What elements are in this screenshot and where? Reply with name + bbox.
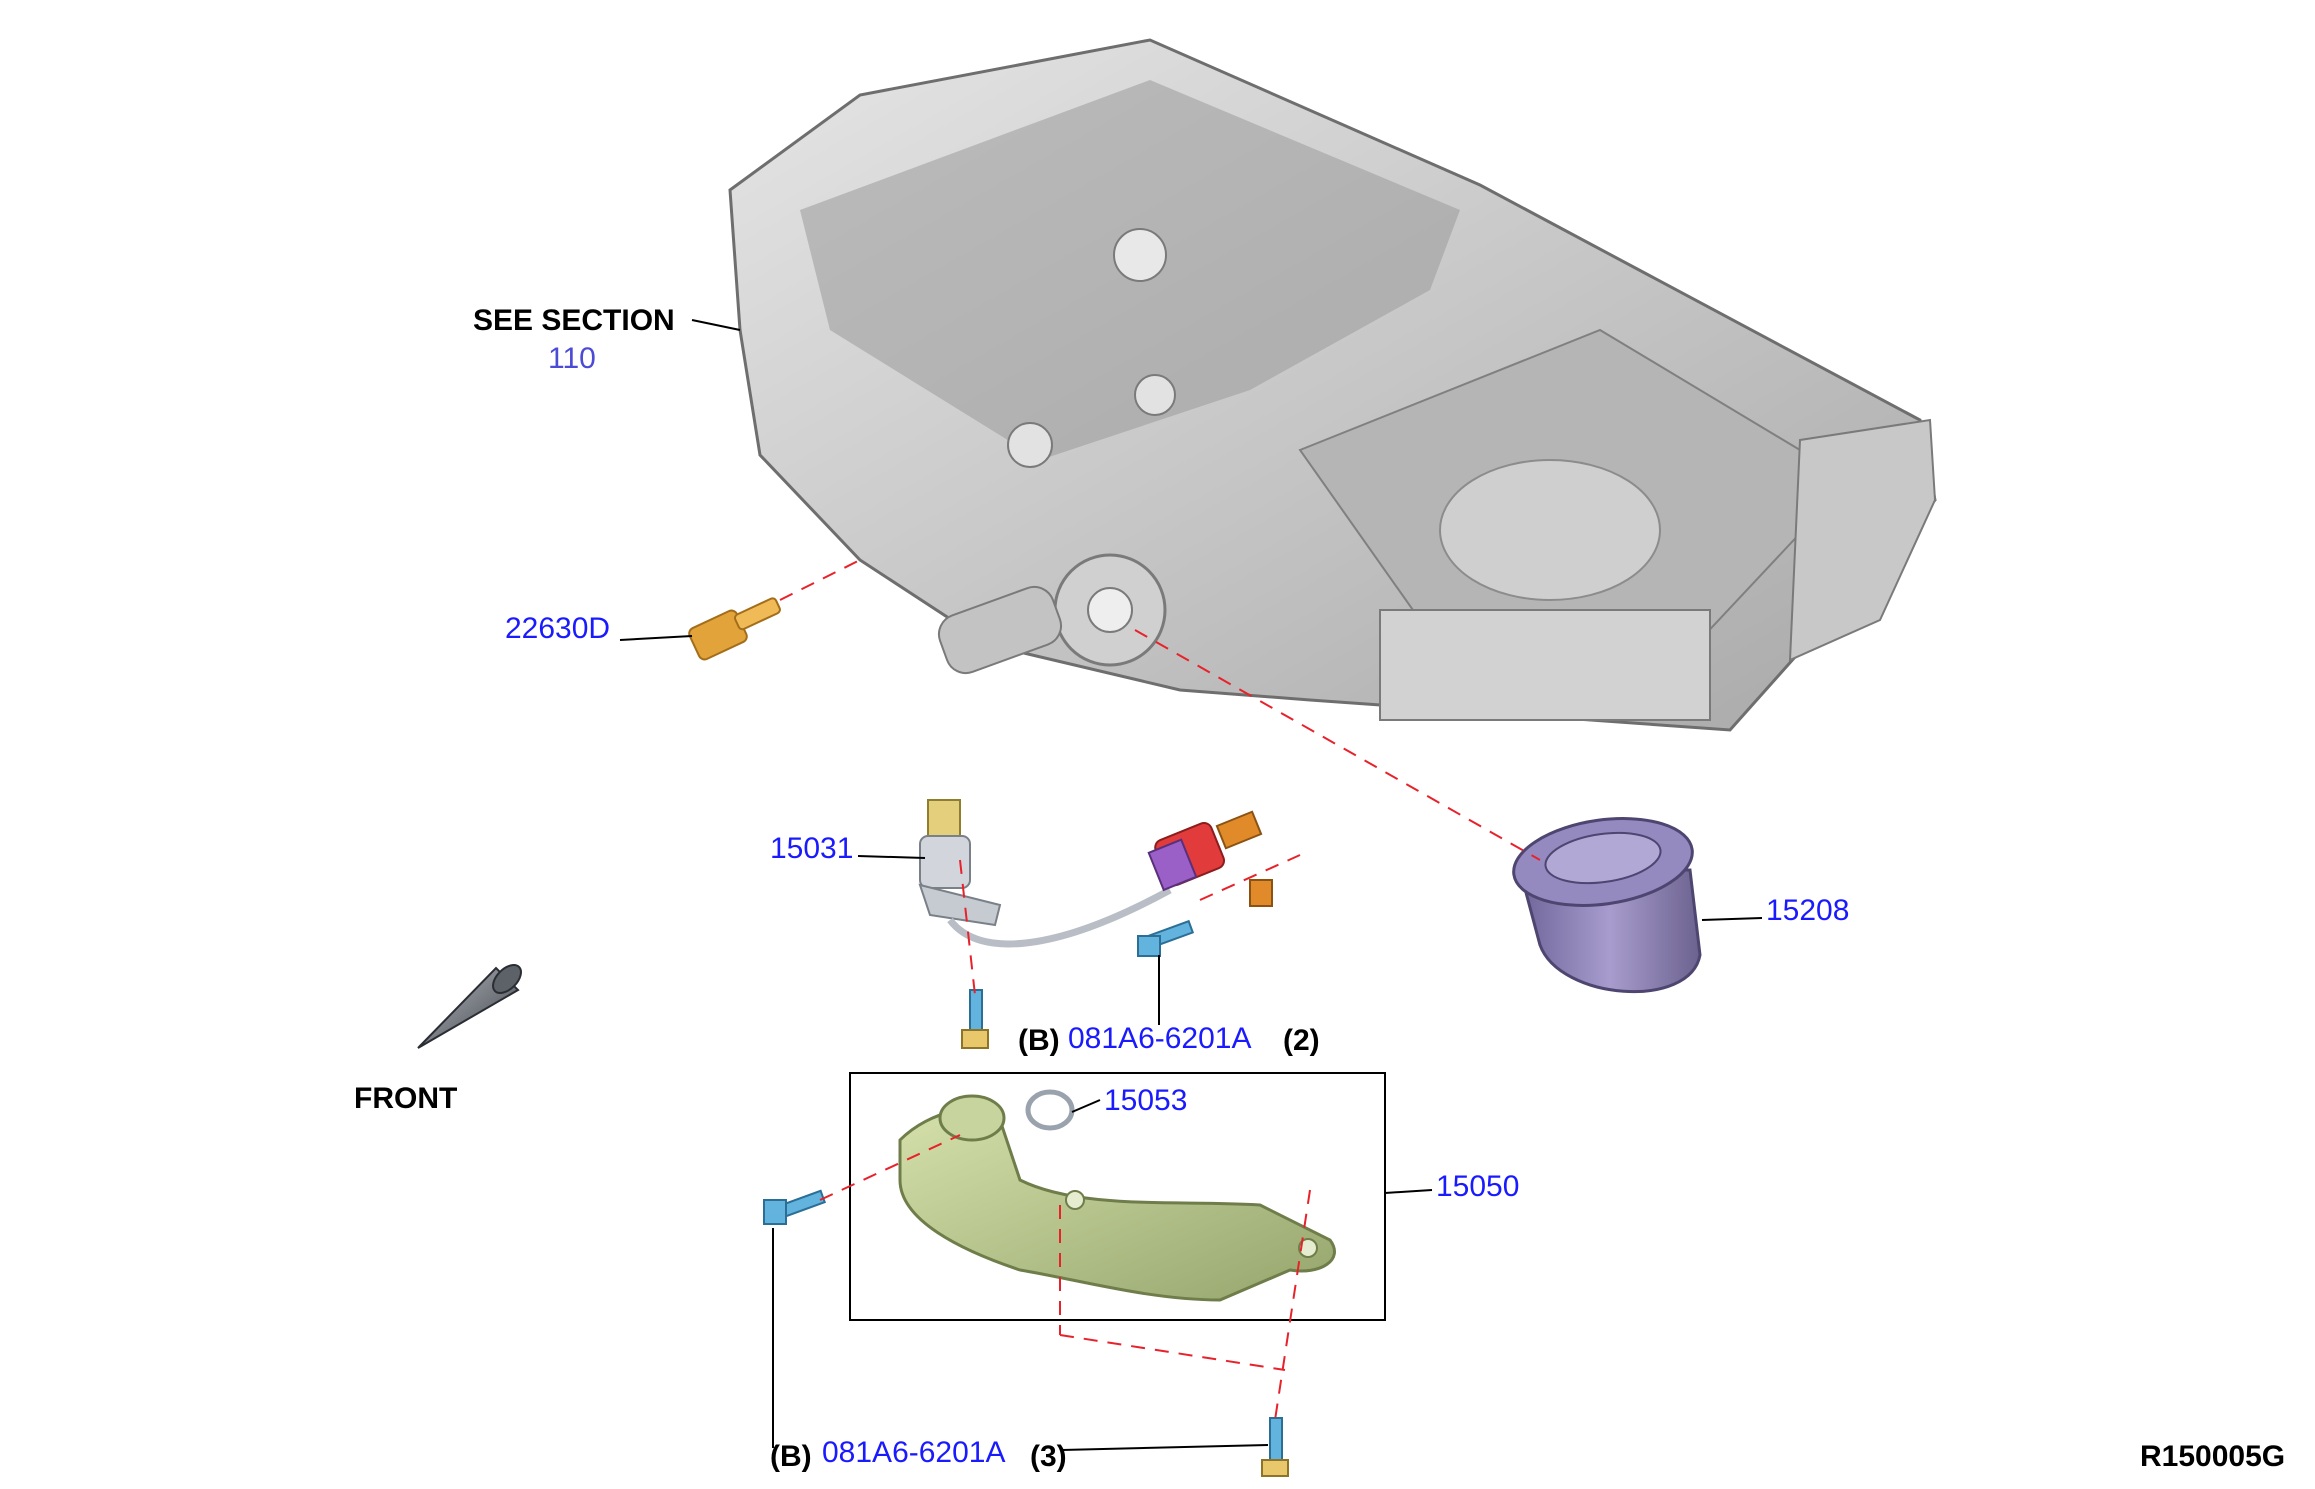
- oil-filter: [1512, 817, 1702, 994]
- part-number-15031[interactable]: 15031: [770, 832, 853, 865]
- cone-arrow-icon: [417, 964, 522, 1049]
- bolt-ref-lower: (B): [770, 1440, 812, 1473]
- bolt-sensor-2: [1137, 919, 1195, 957]
- reference-code: R150005G: [2140, 1440, 2285, 1473]
- part-number-15053[interactable]: 15053: [1104, 1084, 1187, 1117]
- see-section-number[interactable]: 110: [548, 342, 596, 375]
- part-number-bolt-lower[interactable]: 081A6-6201A: [822, 1436, 1006, 1469]
- front-label: FRONT: [354, 1082, 457, 1115]
- part-number-15208[interactable]: 15208: [1766, 894, 1849, 927]
- part-number-22630D[interactable]: 22630D: [505, 612, 610, 645]
- see-section-label: SEE SECTION: [473, 304, 675, 337]
- oil-strainer: [898, 1094, 1336, 1302]
- leader-lines: [619, 319, 1763, 1451]
- bolt-qty-lower: (3): [1030, 1440, 1067, 1473]
- oil-pan: [728, 38, 1937, 732]
- centerlines: [779, 559, 1541, 1421]
- strainer-kit-box: [849, 1072, 1386, 1321]
- bolt-sensor-1: [961, 989, 989, 1049]
- oil-level-sensor: [918, 799, 1273, 948]
- bolt-ref-upper: (B): [1018, 1024, 1060, 1057]
- bolt-strainer-side: [763, 1189, 827, 1225]
- part-number-15050[interactable]: 15050: [1436, 1170, 1519, 1203]
- bolt-qty-upper: (2): [1283, 1024, 1320, 1057]
- bolt-strainer-bottom: [1261, 1417, 1289, 1477]
- strainer-gasket: [1025, 1089, 1075, 1131]
- oil-drain-plug: [688, 597, 781, 661]
- part-number-bolt-upper[interactable]: 081A6-6201A: [1068, 1022, 1252, 1055]
